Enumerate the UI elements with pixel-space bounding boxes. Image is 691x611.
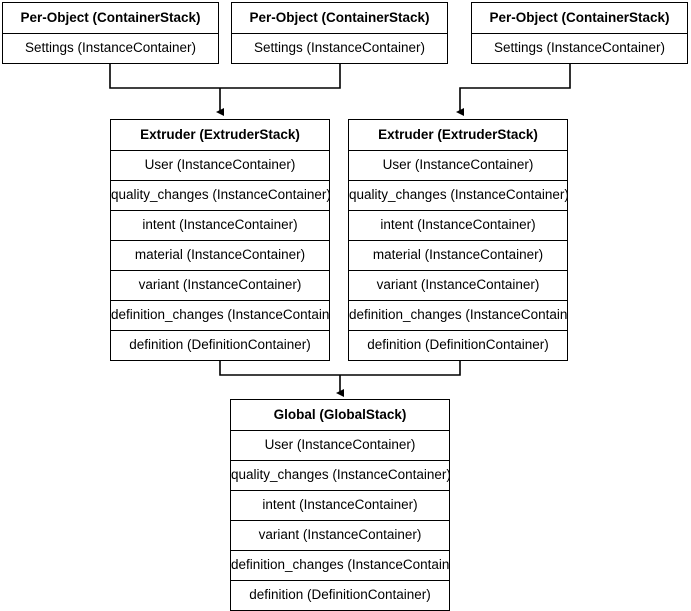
- node-header-per-object-3: Per-Object (ContainerStack): [472, 2, 687, 33]
- node-extruder-2: Extruder (ExtruderStack)User (InstanceCo…: [348, 119, 568, 361]
- node-row: quality_changes (InstanceContainer): [111, 180, 329, 210]
- node-row: User (InstanceContainer): [111, 150, 329, 180]
- node-row: User (InstanceContainer): [349, 150, 567, 180]
- node-per-object-1: Per-Object (ContainerStack)Settings (Ins…: [2, 2, 219, 64]
- node-row: variant (InstanceContainer): [231, 520, 449, 550]
- node-row: variant (InstanceContainer): [349, 270, 567, 300]
- node-row: definition_changes (InstanceContainer): [231, 550, 449, 580]
- node-row: quality_changes (InstanceContainer): [349, 180, 567, 210]
- edge-extruder-2-to-global: [340, 360, 461, 376]
- node-row: Settings (InstanceContainer): [472, 33, 687, 63]
- node-header-extruder-2: Extruder (ExtruderStack): [349, 119, 567, 150]
- node-header-extruder-1: Extruder (ExtruderStack): [111, 119, 329, 150]
- node-row: variant (InstanceContainer): [111, 270, 329, 300]
- node-row: definition (DefinitionContainer): [349, 330, 567, 360]
- node-header-global: Global (GlobalStack): [231, 399, 449, 430]
- node-per-object-2: Per-Object (ContainerStack)Settings (Ins…: [231, 2, 448, 64]
- node-header-per-object-1: Per-Object (ContainerStack): [3, 2, 218, 33]
- node-row: Settings (InstanceContainer): [3, 33, 218, 63]
- edge-per-object-3-to-extruder-2: [456, 59, 571, 116]
- edge-extruder-1-to-global: [219, 360, 340, 376]
- node-extruder-1: Extruder (ExtruderStack)User (InstanceCo…: [110, 119, 330, 361]
- node-header-per-object-2: Per-Object (ContainerStack): [232, 2, 447, 33]
- node-row: User (InstanceContainer): [231, 430, 449, 460]
- node-row: definition (DefinitionContainer): [111, 330, 329, 360]
- node-row: intent (InstanceContainer): [349, 210, 567, 240]
- node-per-object-3: Per-Object (ContainerStack)Settings (Ins…: [471, 2, 688, 64]
- node-row: intent (InstanceContainer): [111, 210, 329, 240]
- node-row: material (InstanceContainer): [111, 240, 329, 270]
- node-row: Settings (InstanceContainer): [232, 33, 447, 63]
- node-row: definition_changes (InstanceContainer): [349, 300, 567, 330]
- node-row: definition_changes (InstanceContainer): [111, 300, 329, 330]
- node-global: Global (GlobalStack)User (InstanceContai…: [230, 399, 450, 611]
- node-row: material (InstanceContainer): [349, 240, 567, 270]
- node-row: intent (InstanceContainer): [231, 490, 449, 520]
- node-row: quality_changes (InstanceContainer): [231, 460, 449, 490]
- node-row: definition (DefinitionContainer): [231, 580, 449, 610]
